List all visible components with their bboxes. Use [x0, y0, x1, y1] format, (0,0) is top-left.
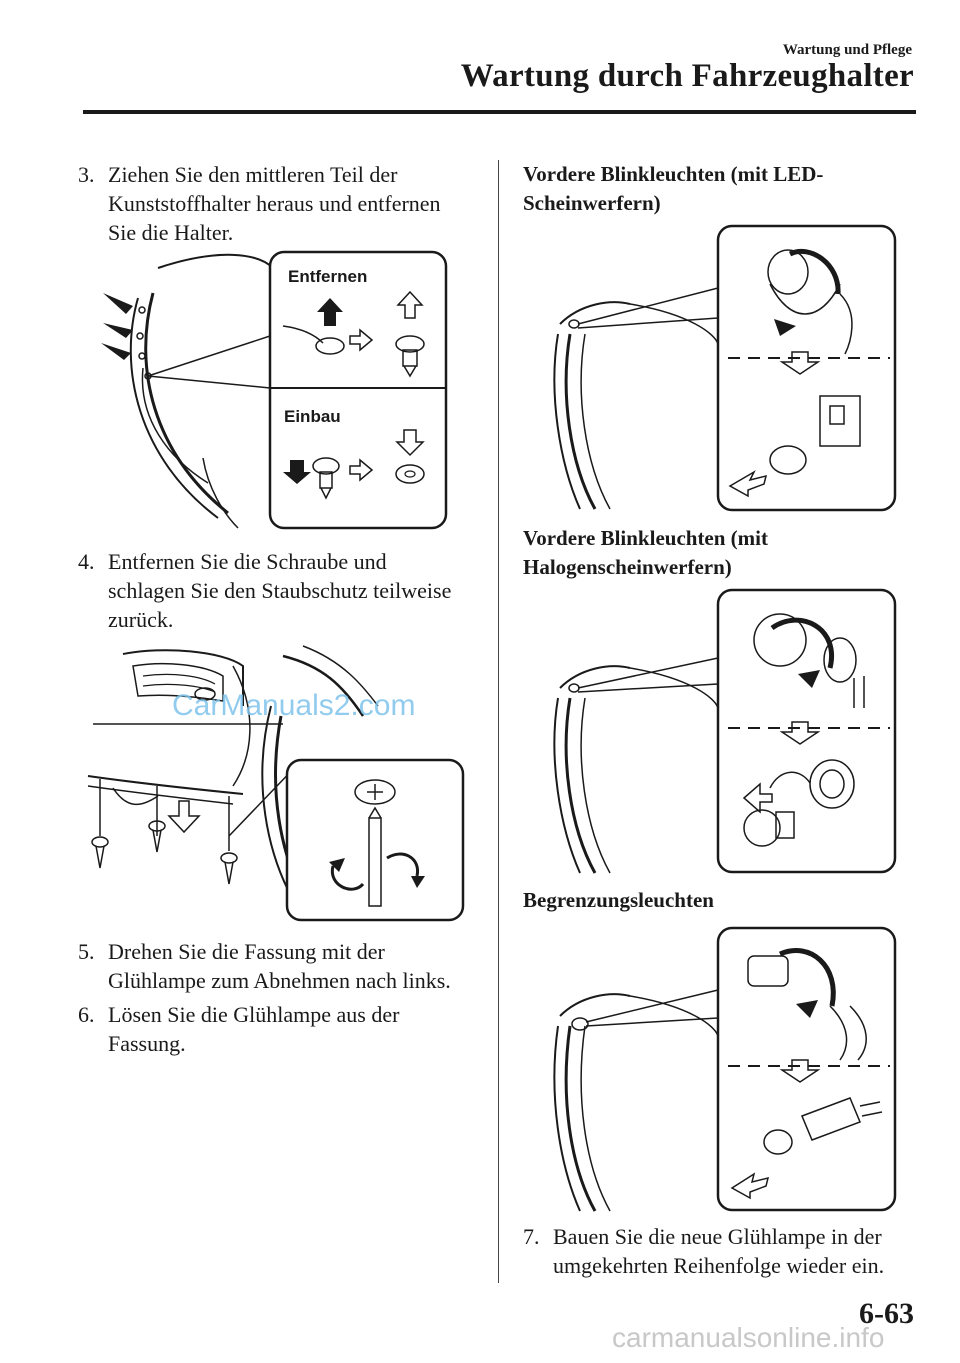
step-number: 4. — [78, 549, 95, 574]
clip-removal-figure: Entfernen Einbau — [101, 250, 448, 530]
step-4: 4. Entfernen Sie die Schraube und schlag… — [78, 547, 468, 634]
column-divider — [498, 160, 499, 1283]
section-name: Wartung und Pflege — [782, 42, 912, 58]
step-text: Entfernen Sie die Schraube und schlagen … — [108, 549, 452, 632]
watermark: CarManuals2.com — [172, 689, 416, 722]
position-lamp-figure — [553, 926, 897, 1212]
step-text: Ziehen Sie den mittleren Teil der Kunsts… — [108, 162, 441, 245]
step-3: 3. Ziehen Sie den mittleren Teil der Kun… — [78, 160, 468, 247]
step-number: 3. — [78, 162, 95, 187]
caption-led-turn-signal: Vordere Blinkleuchten (mit LED-Scheinwer… — [523, 162, 824, 215]
splash-shield-figure — [87, 645, 465, 922]
label-remove: Entfernen — [288, 267, 367, 286]
step-text: Bauen Sie die neue Glühlampe in der umge… — [553, 1224, 885, 1278]
header-rule — [83, 110, 916, 114]
site-watermark: carmanualsonline.info — [612, 1322, 885, 1353]
step-number: 7. — [523, 1224, 540, 1249]
page-title: Wartung durch Fahrzeughalter — [460, 58, 914, 94]
caption-position-lamp: Begrenzungsleuchten — [523, 888, 714, 912]
step-number: 5. — [78, 939, 95, 964]
step-number: 6. — [78, 1002, 95, 1027]
halogen-turn-signal-figure — [553, 588, 897, 874]
step-6: 6. Lösen Sie die Glühlampe aus der Fassu… — [78, 1000, 468, 1058]
label-install: Einbau — [284, 407, 341, 426]
page-number: 6-63 — [859, 1297, 914, 1330]
led-turn-signal-figure — [553, 224, 897, 512]
caption-halogen-turn-signal: Vordere Blinkleuchten (mit Halogenschein… — [523, 526, 768, 579]
step-7: 7. Bauen Sie die neue Glühlampe in der u… — [523, 1222, 913, 1280]
step-5: 5. Drehen Sie die Fassung mit der Glühla… — [78, 937, 468, 995]
step-text: Lösen Sie die Glühlampe aus der Fassung. — [108, 1002, 400, 1056]
step-text: Drehen Sie die Fassung mit der Glühlampe… — [108, 939, 451, 993]
